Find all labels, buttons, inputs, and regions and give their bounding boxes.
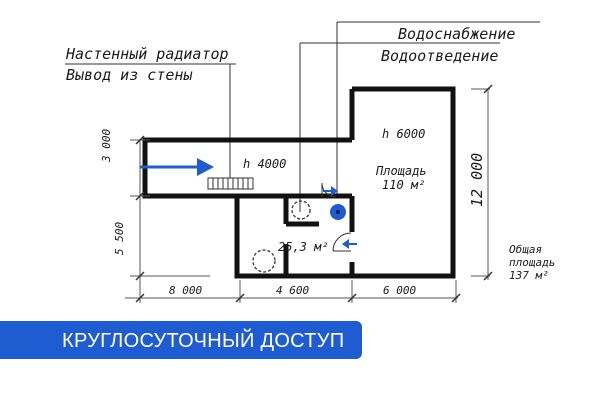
annotation-leaders — [65, 21, 540, 212]
access-banner-text: КРУГЛОСУТОЧНЫЙ ДОСТУП — [62, 330, 345, 352]
total-area-label-2: площадь — [509, 256, 556, 269]
drainage-label: Водоотведение — [381, 47, 499, 65]
wall-outlet-label: Вывод из стены — [66, 66, 193, 84]
door-icon — [332, 232, 352, 252]
dimension-lines — [125, 88, 490, 303]
radiator-icon — [207, 177, 254, 190]
dim-lower-height: 5 500 — [113, 221, 126, 255]
area-value: 110 м² — [382, 178, 426, 192]
dim-left-width: 8 000 — [169, 284, 203, 297]
walls — [142, 86, 456, 279]
dim-upper-height: 3 000 — [100, 128, 113, 162]
dim-right-width: 6 000 — [383, 284, 417, 297]
area-label: Площадь — [376, 164, 427, 178]
total-area-value: 137 м² — [509, 269, 549, 282]
dimension-ticks — [135, 84, 493, 303]
radiator-label: Настенный радиатор — [66, 45, 229, 63]
arrow-right-icon — [140, 158, 214, 176]
left-wing-walls — [142, 137, 352, 279]
fixture-circle-icon — [252, 249, 276, 273]
access-banner — [0, 321, 362, 359]
water-supply-icon — [321, 182, 338, 198]
dim-total-height: 12 000 — [468, 152, 486, 207]
left-ceiling-height: h 4000 — [243, 157, 287, 171]
total-area-label-1: Общая — [509, 243, 543, 256]
dim-middle-width: 4 600 — [276, 284, 310, 297]
right-ceiling-height: h 6000 — [382, 127, 426, 141]
fixture-circle-icon — [291, 200, 311, 220]
small-room-area: 25,3 м² — [278, 240, 329, 254]
right-wing-walls — [352, 86, 456, 279]
water-supply-label: Водоснабжение — [398, 25, 516, 43]
door-arrow-icon — [342, 239, 357, 249]
